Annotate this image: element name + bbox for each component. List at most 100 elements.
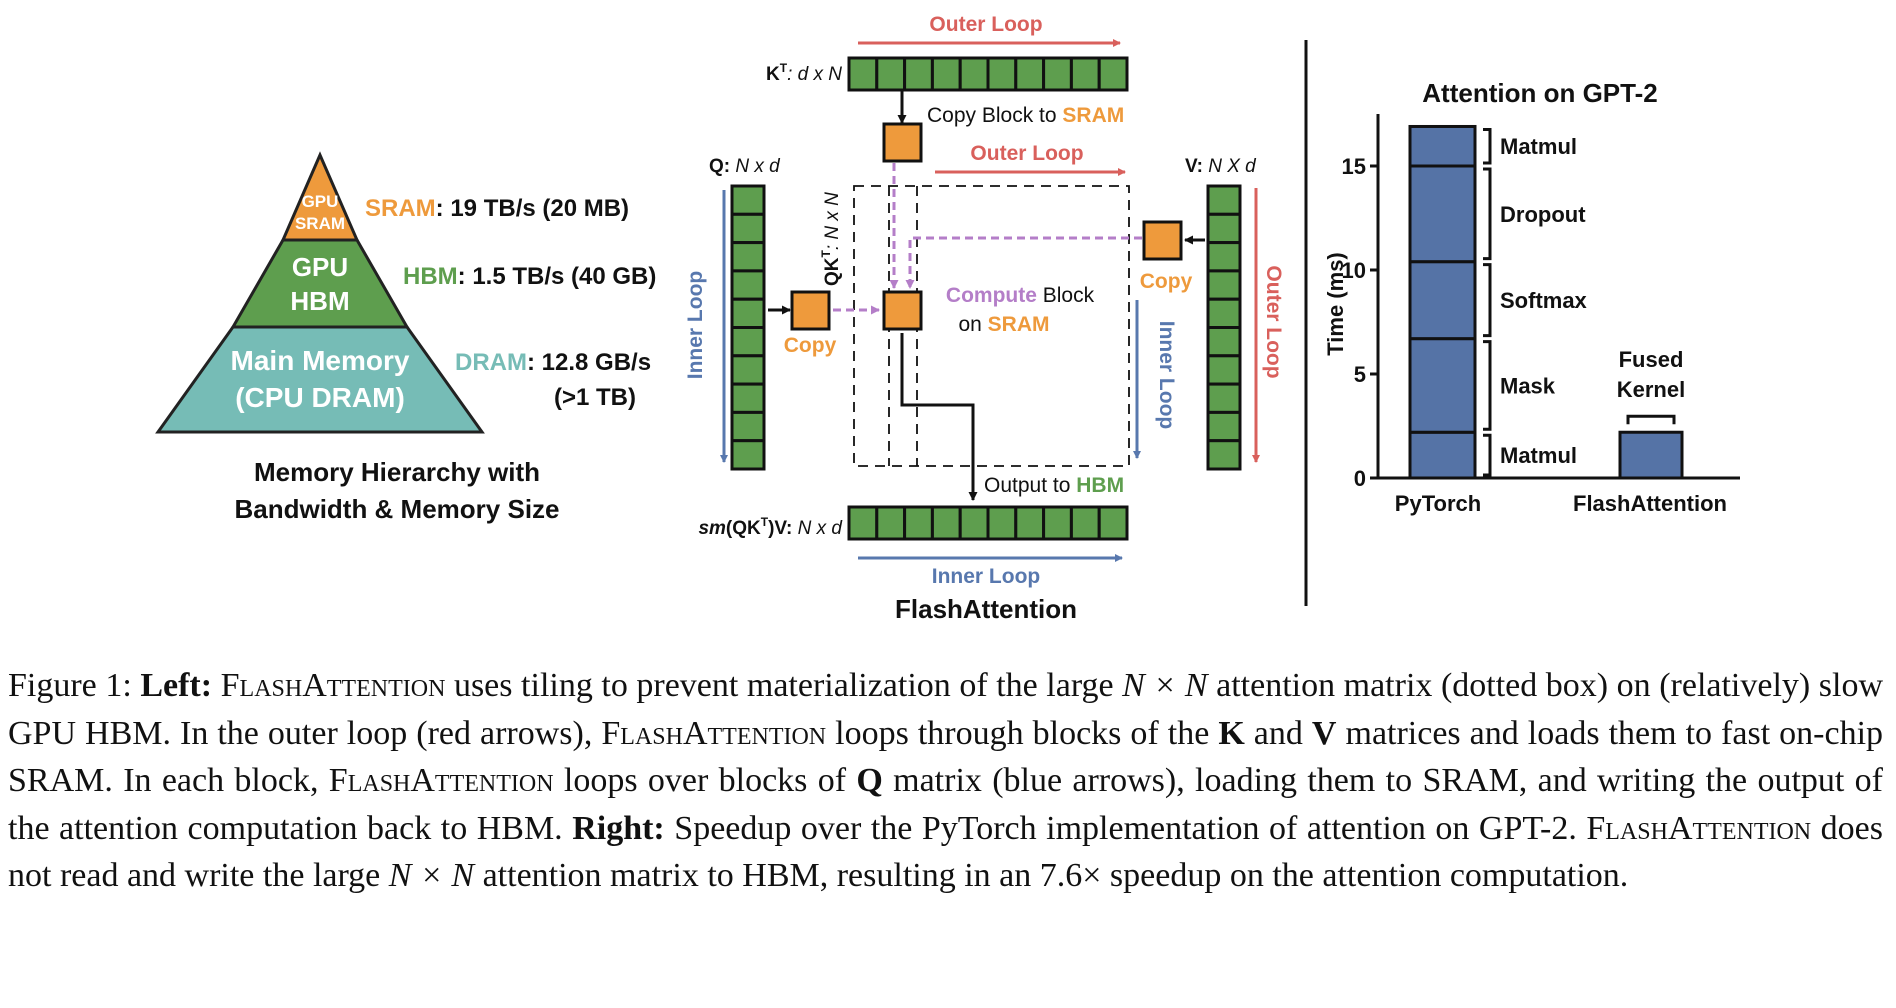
- pyramid-top-label-2: SRAM: [295, 214, 345, 233]
- caption-right-label: Right:: [572, 809, 665, 847]
- v-matrix-cell: [1206, 382, 1242, 414]
- compute-label-2: on SRAM: [958, 313, 1049, 336]
- segment-label: Dropout: [1500, 202, 1586, 227]
- caption-name-4: FlashAttention: [1586, 809, 1812, 847]
- output-matrix-cell: [1014, 505, 1046, 541]
- q-matrix-cell: [730, 297, 766, 330]
- hbm-spec: HBM: 1.5 TB/s (40 GB): [403, 263, 656, 290]
- q-block: [790, 290, 831, 331]
- k-block: [882, 122, 923, 163]
- flashattention-title: FlashAttention: [895, 594, 1077, 624]
- q-matrix-cell: [730, 410, 766, 443]
- output-label: Output to HBM: [984, 474, 1124, 497]
- caption-nxn-2: N × N: [388, 857, 475, 894]
- caption-text-2: attention matrix (dotted box) on (relati…: [8, 667, 1884, 752]
- output-arrow: [900, 333, 978, 501]
- kt-label: KT: d x N: [766, 61, 842, 85]
- q-matrix-cell: [730, 241, 766, 273]
- output-matrix-label: sm(QKT)V: N x d: [698, 515, 843, 539]
- q-matrix-cell: [730, 382, 766, 414]
- kt-matrix-cell: [1014, 56, 1046, 92]
- compute-block: [882, 290, 923, 331]
- inner-loop-left-label: Inner Loop: [684, 271, 707, 380]
- output-matrix: [847, 505, 1129, 541]
- qkt-label: QKT: N x N: [819, 192, 843, 286]
- outer-loop-mid-label: Outer Loop: [970, 142, 1083, 165]
- pyramid-title-1: Memory Hierarchy with: [254, 457, 540, 487]
- kt-matrix-cell: [875, 56, 907, 92]
- caption-text-6: matrix (blue arrows), loading them to SR…: [8, 762, 1883, 847]
- pyramid-dram-tier: [155, 325, 485, 434]
- copy-left-label: Copy: [784, 334, 837, 357]
- fused-kernel-label-2: Kernel: [1617, 377, 1685, 402]
- chart-bars: [1408, 124, 1684, 480]
- figure-1: GPU SRAM GPU HBM Main Memory (CPU DRAM) …: [155, 13, 1740, 624]
- caption-q: Q: [856, 762, 883, 799]
- caption-and: and: [1244, 714, 1312, 752]
- bar-segment: [1408, 337, 1477, 434]
- outer-loop-right-label: Outer Loop: [1262, 265, 1285, 378]
- kt-matrix-cell: [1097, 56, 1129, 92]
- pyramid-title-2: Bandwidth & Memory Size: [234, 494, 559, 524]
- q-matrix-cell: [730, 354, 766, 386]
- segment-bracket: [1483, 263, 1492, 338]
- pyramid-top-label-1: GPU: [302, 192, 339, 211]
- segment-bracket: [1483, 127, 1492, 165]
- segment-label: Matmul: [1500, 134, 1577, 159]
- kt-matrix-cell: [1069, 56, 1101, 92]
- output-matrix-cell: [903, 505, 934, 541]
- v-matrix-cell: [1206, 354, 1242, 386]
- caption-fig-number: Figure 1:: [8, 667, 132, 704]
- v-matrix-cell: [1206, 269, 1242, 301]
- bar-segment: [1408, 164, 1477, 264]
- output-matrix-cell: [1042, 505, 1073, 541]
- kt-matrix-cell: [1042, 56, 1073, 92]
- figure-caption: Figure 1: Left: FlashAttention uses tili…: [8, 662, 1883, 900]
- v-matrix-cell: [1206, 212, 1242, 245]
- v-matrix-cell: [1206, 439, 1242, 471]
- outer-loop-top-label: Outer Loop: [929, 13, 1042, 36]
- output-matrix-cell: [875, 505, 907, 541]
- q-matrix-cell: [730, 212, 766, 245]
- v-matrix-cell: [1206, 410, 1242, 443]
- q-matrix: [730, 184, 766, 471]
- caption-text-1: uses tiling to prevent materialization o…: [445, 667, 1123, 704]
- v-matrix: [1206, 184, 1242, 471]
- caption-nxn-1: N × N: [1122, 667, 1208, 704]
- bar-segment: [1408, 124, 1477, 168]
- y-tick-label: 10: [1342, 258, 1366, 283]
- flashattention-diagram: Outer Loop KT: d x N Copy Block to SRAM …: [684, 13, 1285, 624]
- chart-ylabel: Time (ms): [1323, 252, 1348, 356]
- chart-title: Attention on GPT-2: [1422, 78, 1657, 108]
- kt-matrix-cell: [930, 56, 962, 92]
- copy-block-label: Copy Block to SRAM: [927, 104, 1124, 127]
- v-label: V: N X d: [1185, 156, 1257, 177]
- qkt-dotted-box: [853, 185, 1130, 467]
- q-matrix-cell: [730, 269, 766, 301]
- x-category-label: FlashAttention: [1573, 491, 1727, 516]
- v-matrix-cell: [1206, 297, 1242, 330]
- inner-loop-right-label: Inner Loop: [1155, 321, 1178, 430]
- segment-bracket: [1483, 433, 1492, 477]
- caption-text-8: does not read and write the large: [8, 809, 1883, 895]
- caption-text-9: attention matrix to HBM, resulting in an…: [474, 857, 1629, 894]
- inner-loop-bottom-label: Inner Loop: [932, 565, 1041, 588]
- pyramid-mid-label-2: HBM: [290, 286, 349, 316]
- kt-matrix-cell: [847, 56, 879, 92]
- output-matrix-cell: [986, 505, 1018, 541]
- copy-right-label: Copy: [1140, 270, 1193, 293]
- caption-v: V: [1311, 714, 1337, 752]
- v-matrix-cell: [1206, 326, 1242, 358]
- caption-text-3: loops through blocks of the: [826, 714, 1219, 752]
- dram-spec: DRAM: 12.8 GB/s: [455, 349, 651, 376]
- kt-matrix: [847, 56, 1129, 92]
- caption-k: K: [1218, 714, 1245, 752]
- v-block: [1142, 220, 1183, 261]
- q-label: Q: N x d: [709, 156, 781, 177]
- y-tick-label: 5: [1354, 362, 1366, 387]
- bar-segment: [1408, 260, 1477, 341]
- q-matrix-cell: [730, 326, 766, 358]
- caption-name-1: FlashAttention: [220, 667, 446, 704]
